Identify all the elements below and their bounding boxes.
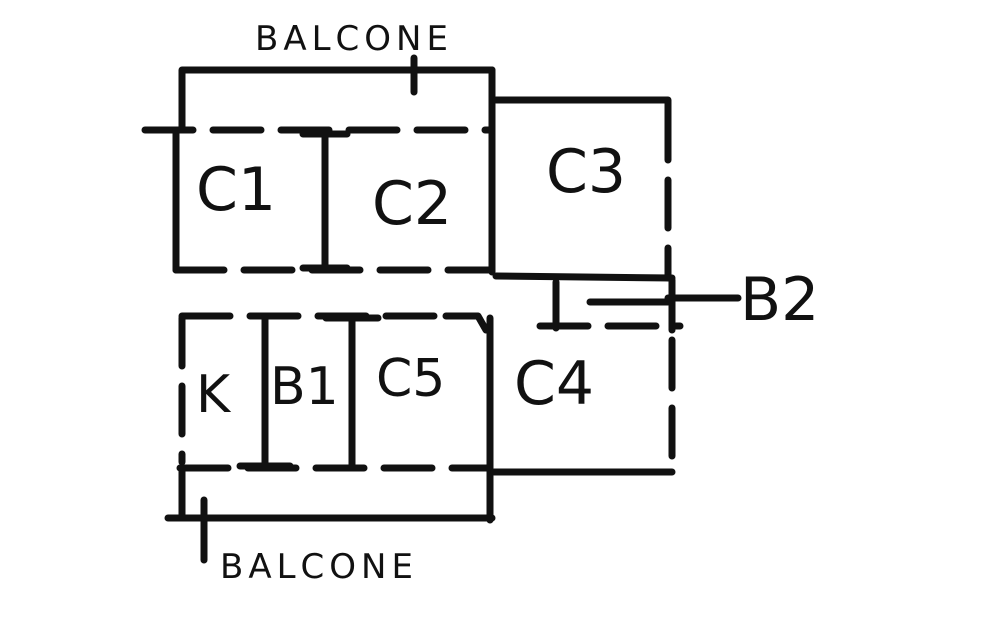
c1-label: C1 [196, 155, 276, 225]
balcony-top-outline [178, 66, 496, 132]
b1-label: B1 [270, 357, 339, 417]
c2-label: C2 [372, 169, 452, 239]
b2-label: B2 [740, 265, 819, 335]
balcony-bottom-label: BALCONE [220, 547, 418, 587]
c5-label: C5 [376, 349, 445, 409]
c3-label: C3 [546, 137, 626, 207]
lower-top-right-corner [442, 312, 490, 334]
c4-label: C4 [514, 349, 594, 419]
b2-label-text: B2 [740, 265, 819, 335]
c3-outline [492, 96, 672, 164]
c3-bottom-wall [492, 272, 676, 282]
k-label: K [196, 365, 232, 425]
balcony-top-label: BALCONE [255, 19, 453, 59]
